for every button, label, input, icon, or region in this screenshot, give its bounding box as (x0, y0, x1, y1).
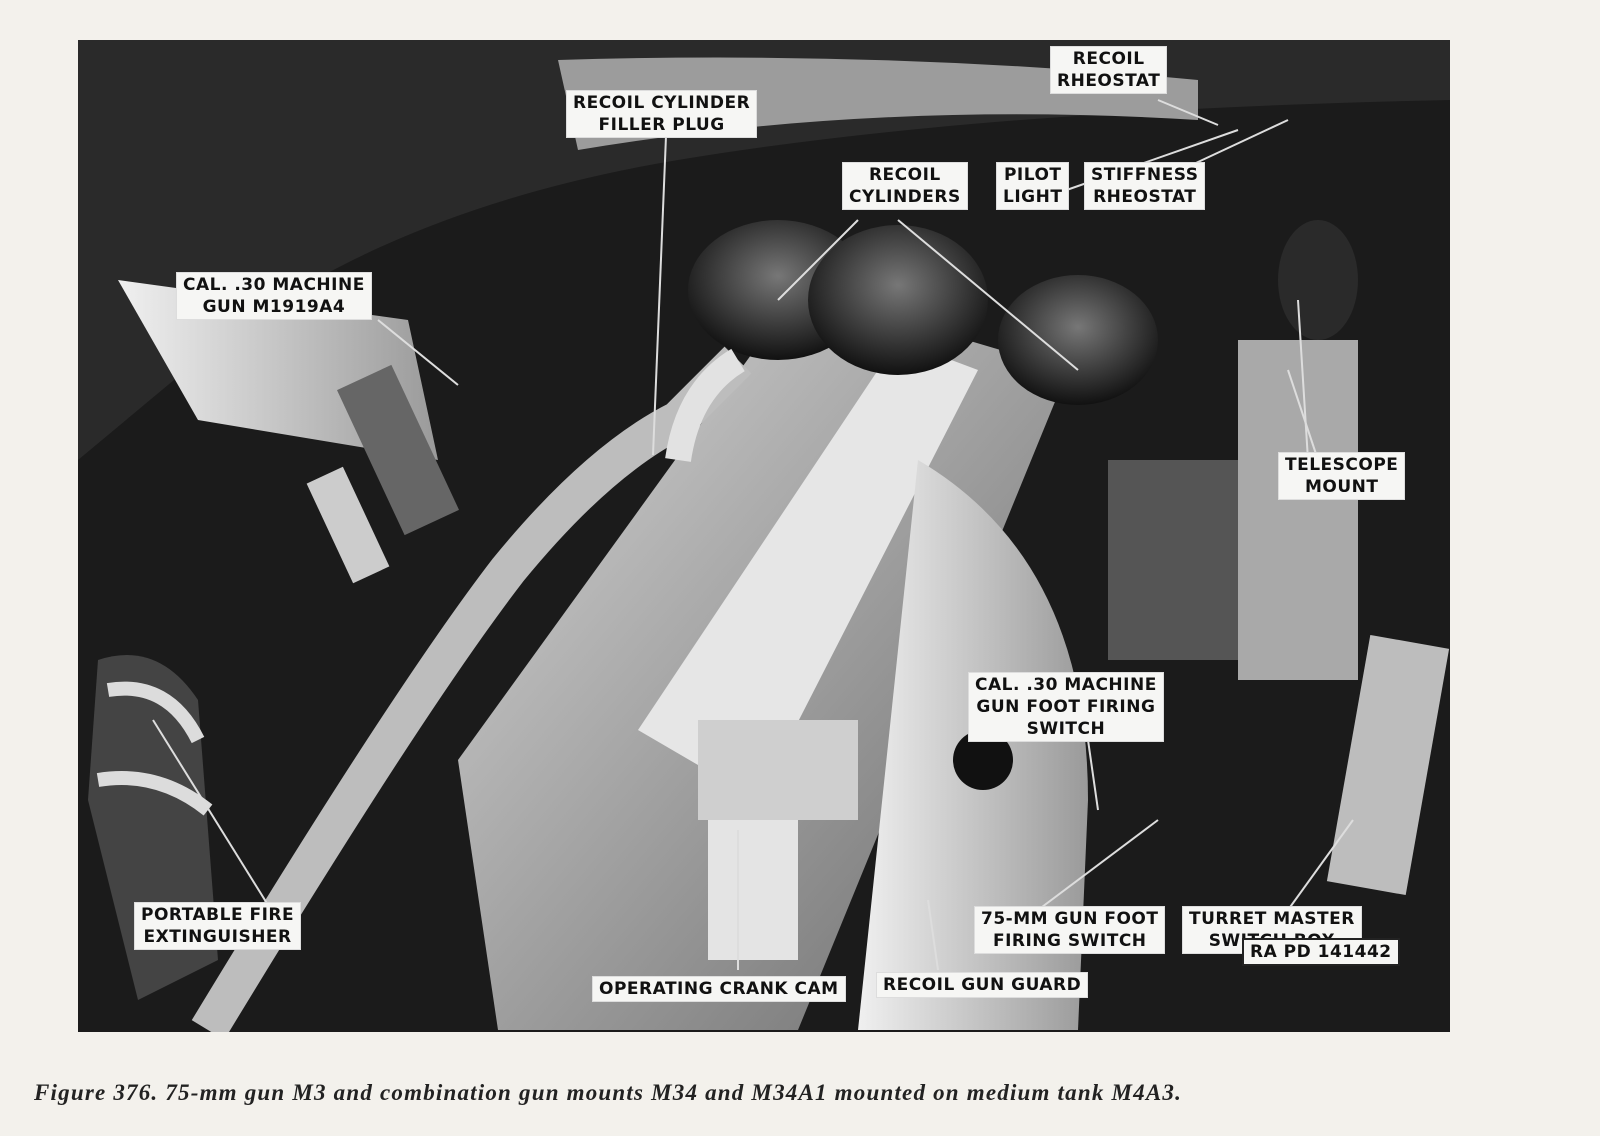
label-machine-gun-m1919a4: CAL. .30 MACHINE GUN M1919A4 (176, 272, 372, 320)
label-recoil-cylinder-filler-plug: RECOIL CYLINDER FILLER PLUG (566, 90, 758, 138)
gun-mount-illustration (78, 40, 1450, 1032)
label-stiffness-rheostat: STIFFNESS RHEOSTAT (1084, 162, 1206, 210)
label-pilot-light: PILOT LIGHT (996, 162, 1070, 210)
label-recoil-cylinders: RECOIL CYLINDERS (842, 162, 968, 210)
label-recoil-rheostat: RECOIL RHEOSTAT (1050, 46, 1168, 94)
plate-id: RA PD 141442 (1242, 938, 1400, 966)
label-recoil-gun-guard: RECOIL GUN GUARD (876, 972, 1089, 998)
label-mg-foot-firing-switch: CAL. .30 MACHINE GUN FOOT FIRING SWITCH (968, 672, 1164, 742)
label-operating-crank-cam: OPERATING CRANK CAM (592, 976, 846, 1002)
reverse-side-bleed-through (1510, 60, 1600, 1060)
figure-photograph: RECOIL CYLINDER FILLER PLUG RECOIL RHEOS… (78, 40, 1450, 1032)
label-75mm-gun-foot-firing-switch: 75-MM GUN FOOT FIRING SWITCH (974, 906, 1166, 954)
label-telescope-mount: TELESCOPE MOUNT (1278, 452, 1406, 500)
figure-caption: Figure 376. 75-mm gun M3 and combination… (34, 1080, 1183, 1105)
label-portable-fire-extinguisher: PORTABLE FIRE EXTINGUISHER (134, 902, 302, 950)
